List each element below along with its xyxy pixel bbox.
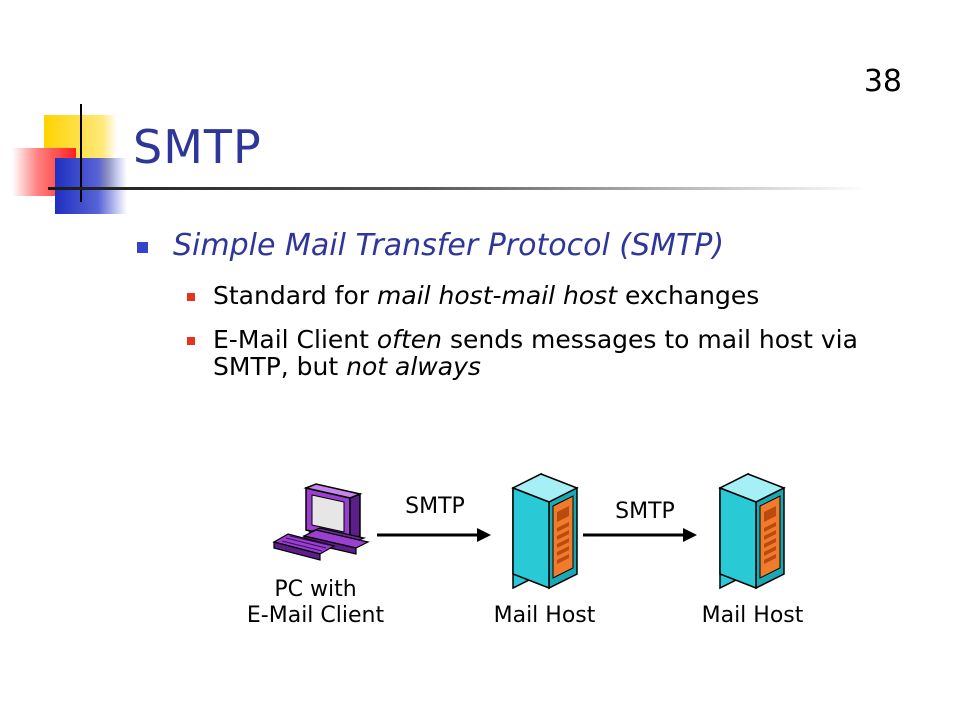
bullet-main-text: Simple Mail Transfer Protocol (SMTP) — [173, 228, 725, 263]
arrow-host-to-host — [583, 528, 697, 542]
title-divider — [48, 187, 868, 190]
slide-number: 38 — [863, 64, 902, 99]
bullet-sub-1-pre: Standard for — [213, 281, 378, 310]
bullet-square-icon — [187, 337, 195, 346]
bullet-sub-2-italic-2: not always — [346, 351, 481, 381]
mail-host-server-icon — [718, 472, 786, 590]
pc-label-line-1: PC with — [274, 577, 357, 602]
arrow-2-label: SMTP — [615, 499, 675, 524]
mail-host-server-icon — [511, 472, 579, 590]
bullet-sub-2-italic-1: often — [376, 325, 442, 355]
decorative-blue-square — [55, 158, 127, 214]
slide-title: SMTP — [133, 120, 262, 174]
bullet-sub-1: Standard for mail host-mail host exchang… — [179, 281, 895, 310]
bullet-sub-2-mid: sends messages to mail host via SMTP, bu… — [213, 325, 858, 381]
bullet-sub-2-pre: E-Mail Client — [213, 325, 377, 355]
pc-label-line-2: E-Mail Client — [246, 603, 385, 628]
bullet-list: Simple Mail Transfer Protocol (SMTP) Sta… — [135, 228, 895, 380]
bullet-sub-1-post: exchanges — [617, 281, 760, 310]
decorative-vertical-line — [80, 104, 82, 202]
bullet-square-icon — [187, 293, 195, 301]
mail-host-2-label: Mail Host — [701, 603, 804, 628]
bullet-main: Simple Mail Transfer Protocol (SMTP) — [135, 228, 895, 263]
bullet-sub-1-italic: mail host-mail host — [377, 281, 617, 310]
mail-host-1-label: Mail Host — [493, 603, 596, 628]
bullet-square-icon — [137, 242, 148, 253]
arrow-1-label: SMTP — [405, 494, 465, 519]
bullet-sub-2: E-Mail Client often sends messages to ma… — [179, 327, 895, 380]
arrow-pc-to-host — [377, 528, 491, 542]
pc-computer-icon — [272, 483, 370, 561]
